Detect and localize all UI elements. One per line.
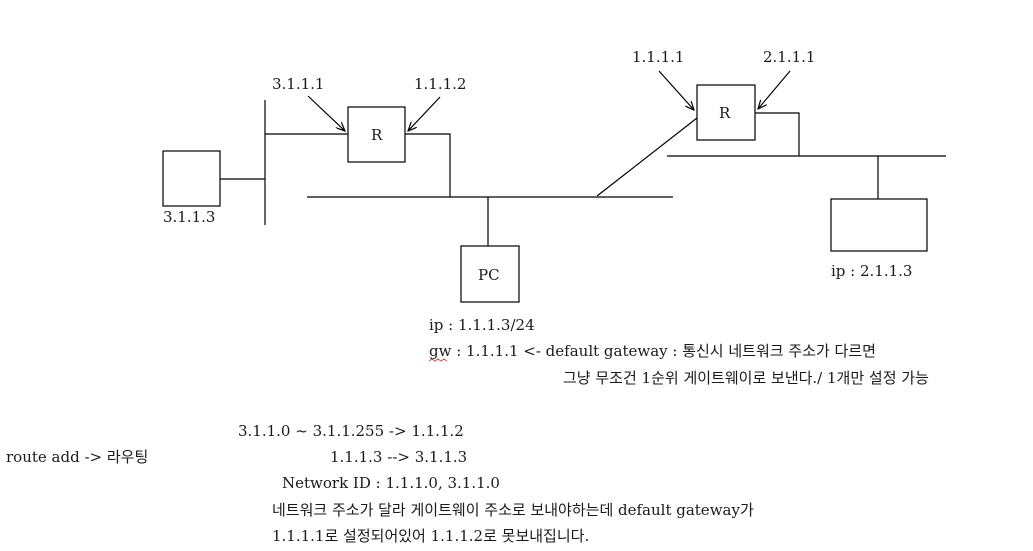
pc-gw-text: gw : 1.1.1.1 <- default gateway : 통신시 네트…: [429, 342, 876, 360]
left-router-if-right: 1.1.1.2: [414, 75, 466, 93]
left-router-box: [347, 106, 406, 163]
right-router-if-left-arrow: [658, 70, 694, 110]
explain-line-2: 1.1.1.1로 설정되어있어 1.1.1.2로 못보내집니다.: [272, 527, 589, 545]
route-add-label: route add -> 라우팅: [6, 448, 148, 466]
pc-label: PC: [478, 266, 500, 284]
explain-line-1: 네트워크 주소가 달라 게이트웨이 주소로 보내야하는데 default gat…: [272, 501, 754, 519]
right-host-box: [830, 198, 928, 252]
pc-ip-text: ip : 1.1.1.3/24: [429, 316, 535, 334]
right-router-label: R: [719, 104, 731, 122]
left-router-if-left-arrow: [307, 95, 345, 131]
right-router-diagonal-link: [596, 117, 698, 197]
route-line-1: 3.1.1.0 ~ 3.1.1.255 -> 1.1.1.2: [238, 422, 464, 440]
right-router-downlink: [755, 112, 800, 156]
right-router-if-right-arrow: [758, 70, 791, 109]
right-router-box: [696, 84, 756, 141]
right-router-if-left: 1.1.1.1: [632, 48, 684, 66]
right-host-ip: ip : 2.1.1.3: [831, 262, 912, 280]
left-router-uplink: [405, 133, 451, 197]
left-router-label: R: [371, 126, 383, 144]
network-id-text: Network ID : 1.1.1.0, 3.1.1.0: [282, 474, 500, 492]
spellcheck-underline: [428, 358, 448, 362]
route-line-2: 1.1.1.3 --> 3.1.1.3: [330, 448, 467, 466]
left-host-ip: 3.1.1.3: [163, 208, 215, 226]
left-host-box: [162, 150, 221, 207]
left-router-if-left: 3.1.1.1: [272, 75, 324, 93]
right-router-if-right: 2.1.1.1: [763, 48, 815, 66]
pc-gw-note: 그냥 무조건 1순위 게이트웨이로 보낸다./ 1개만 설정 가능: [563, 369, 929, 387]
pc-box: [460, 245, 520, 303]
left-router-if-right-arrow: [408, 96, 441, 131]
